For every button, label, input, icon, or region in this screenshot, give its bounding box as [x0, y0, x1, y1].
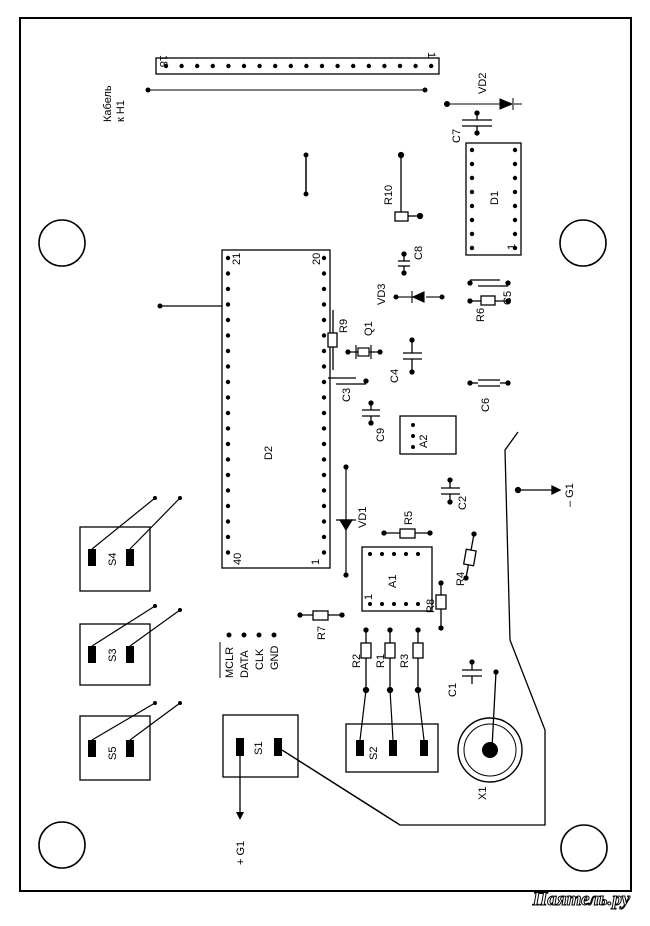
clk-label: CLK: [254, 648, 266, 670]
c8-capacitor: [398, 251, 410, 276]
r8-label: R8: [425, 599, 437, 613]
data-label: DATA: [239, 650, 251, 678]
c6-capacitor: [467, 379, 511, 387]
r10-label: R10: [383, 185, 395, 205]
mounting-hole-top-left: [38, 219, 86, 267]
r2-label: R2: [351, 654, 363, 668]
r3-resistor: [412, 627, 424, 694]
positive-supply-label: + G1: [235, 841, 247, 865]
a1-label: A1: [387, 575, 399, 588]
r5-resistor: [381, 528, 433, 539]
r4-resistor: [462, 531, 477, 581]
a1-module: [361, 546, 433, 612]
cable-label-line1: Кабель: [102, 85, 114, 122]
s4-label: S4: [107, 553, 119, 566]
c7-capacitor: [462, 110, 492, 136]
s3-label: S3: [107, 649, 119, 662]
cable-connector: [145, 57, 440, 93]
r3-label: R3: [399, 654, 411, 668]
s1-label: S1: [253, 742, 265, 755]
cable-pin-first-label: 18: [157, 55, 169, 67]
watermark: Паятель.ру: [532, 889, 631, 910]
c2-capacitor: [441, 477, 460, 505]
c4-capacitor: [403, 337, 422, 375]
s2-label: S2: [368, 747, 380, 760]
d2-pin1-label: 1: [310, 559, 322, 565]
gnd-label: GND: [269, 646, 281, 671]
c5-capacitor: [467, 279, 511, 287]
c3-capacitor: [328, 377, 369, 385]
board-outline: [19, 17, 632, 892]
d2-pin20-label: 20: [311, 253, 323, 265]
vd1-diode: [336, 464, 356, 578]
x1-label: X1: [477, 787, 489, 800]
d2-chip: [221, 249, 331, 569]
r5-label: R5: [403, 511, 415, 525]
s2-switch: [345, 689, 439, 773]
r2-resistor: [360, 627, 372, 694]
vd2-label: VD2: [477, 73, 489, 94]
r6-label: R6: [475, 308, 487, 322]
d2-pin21-label: 21: [231, 253, 243, 265]
vd1-label: VD1: [357, 507, 369, 528]
d1-pin-label: 1: [506, 244, 518, 250]
vd2-diode: [444, 98, 522, 110]
a2-label: A2: [418, 435, 430, 448]
r4-label: R4: [455, 572, 467, 586]
c9-label: C9: [375, 428, 387, 442]
d2-pin40-label: 40: [232, 553, 244, 565]
mclr-label: MCLR: [224, 647, 236, 678]
mounting-hole-top-right: [559, 219, 607, 267]
r9-label: R9: [338, 319, 350, 333]
r8-resistor: [435, 580, 447, 631]
c8-label: C8: [413, 246, 425, 260]
s3-switch: [79, 604, 182, 686]
r7-resistor: [297, 610, 345, 621]
s5-label: S5: [107, 747, 119, 760]
r7-label: R7: [316, 626, 328, 640]
cable-pin-last-label: 1: [425, 52, 437, 58]
d1-chip: [465, 142, 522, 256]
c9-capacitor: [362, 400, 380, 426]
c2-label: C2: [457, 496, 469, 510]
c1-label: C1: [447, 683, 459, 697]
c7-label: C7: [451, 129, 463, 143]
s4-switch: [79, 496, 182, 592]
s1-switch: [222, 714, 401, 826]
s5-switch: [79, 701, 182, 781]
c3-label: C3: [341, 388, 353, 402]
mounting-hole-bottom-left: [38, 821, 86, 869]
c4-label: C4: [389, 369, 401, 383]
vd3-diode: [393, 291, 445, 303]
d1-label: D1: [489, 191, 501, 205]
cable-label-line2: к H1: [115, 100, 127, 122]
d2-label: D2: [263, 446, 275, 460]
r6-resistor: [467, 295, 511, 306]
programming-pins: [219, 632, 277, 678]
c1-capacitor: [462, 659, 499, 749]
mounting-hole-bottom-right: [560, 824, 608, 872]
vd3-label: VD3: [376, 284, 388, 305]
r1-label: R1: [375, 654, 387, 668]
negative-supply-label: – G1: [564, 483, 576, 507]
x1-connector: [457, 717, 523, 783]
r10-resistor: [394, 151, 424, 222]
a1-pin-label: 1: [363, 594, 375, 600]
q1-label: Q1: [363, 321, 375, 336]
a2-module: [399, 415, 457, 455]
c6-label: C6: [480, 398, 492, 412]
q1-crystal: [345, 345, 383, 359]
r9-resistor: [327, 310, 338, 370]
